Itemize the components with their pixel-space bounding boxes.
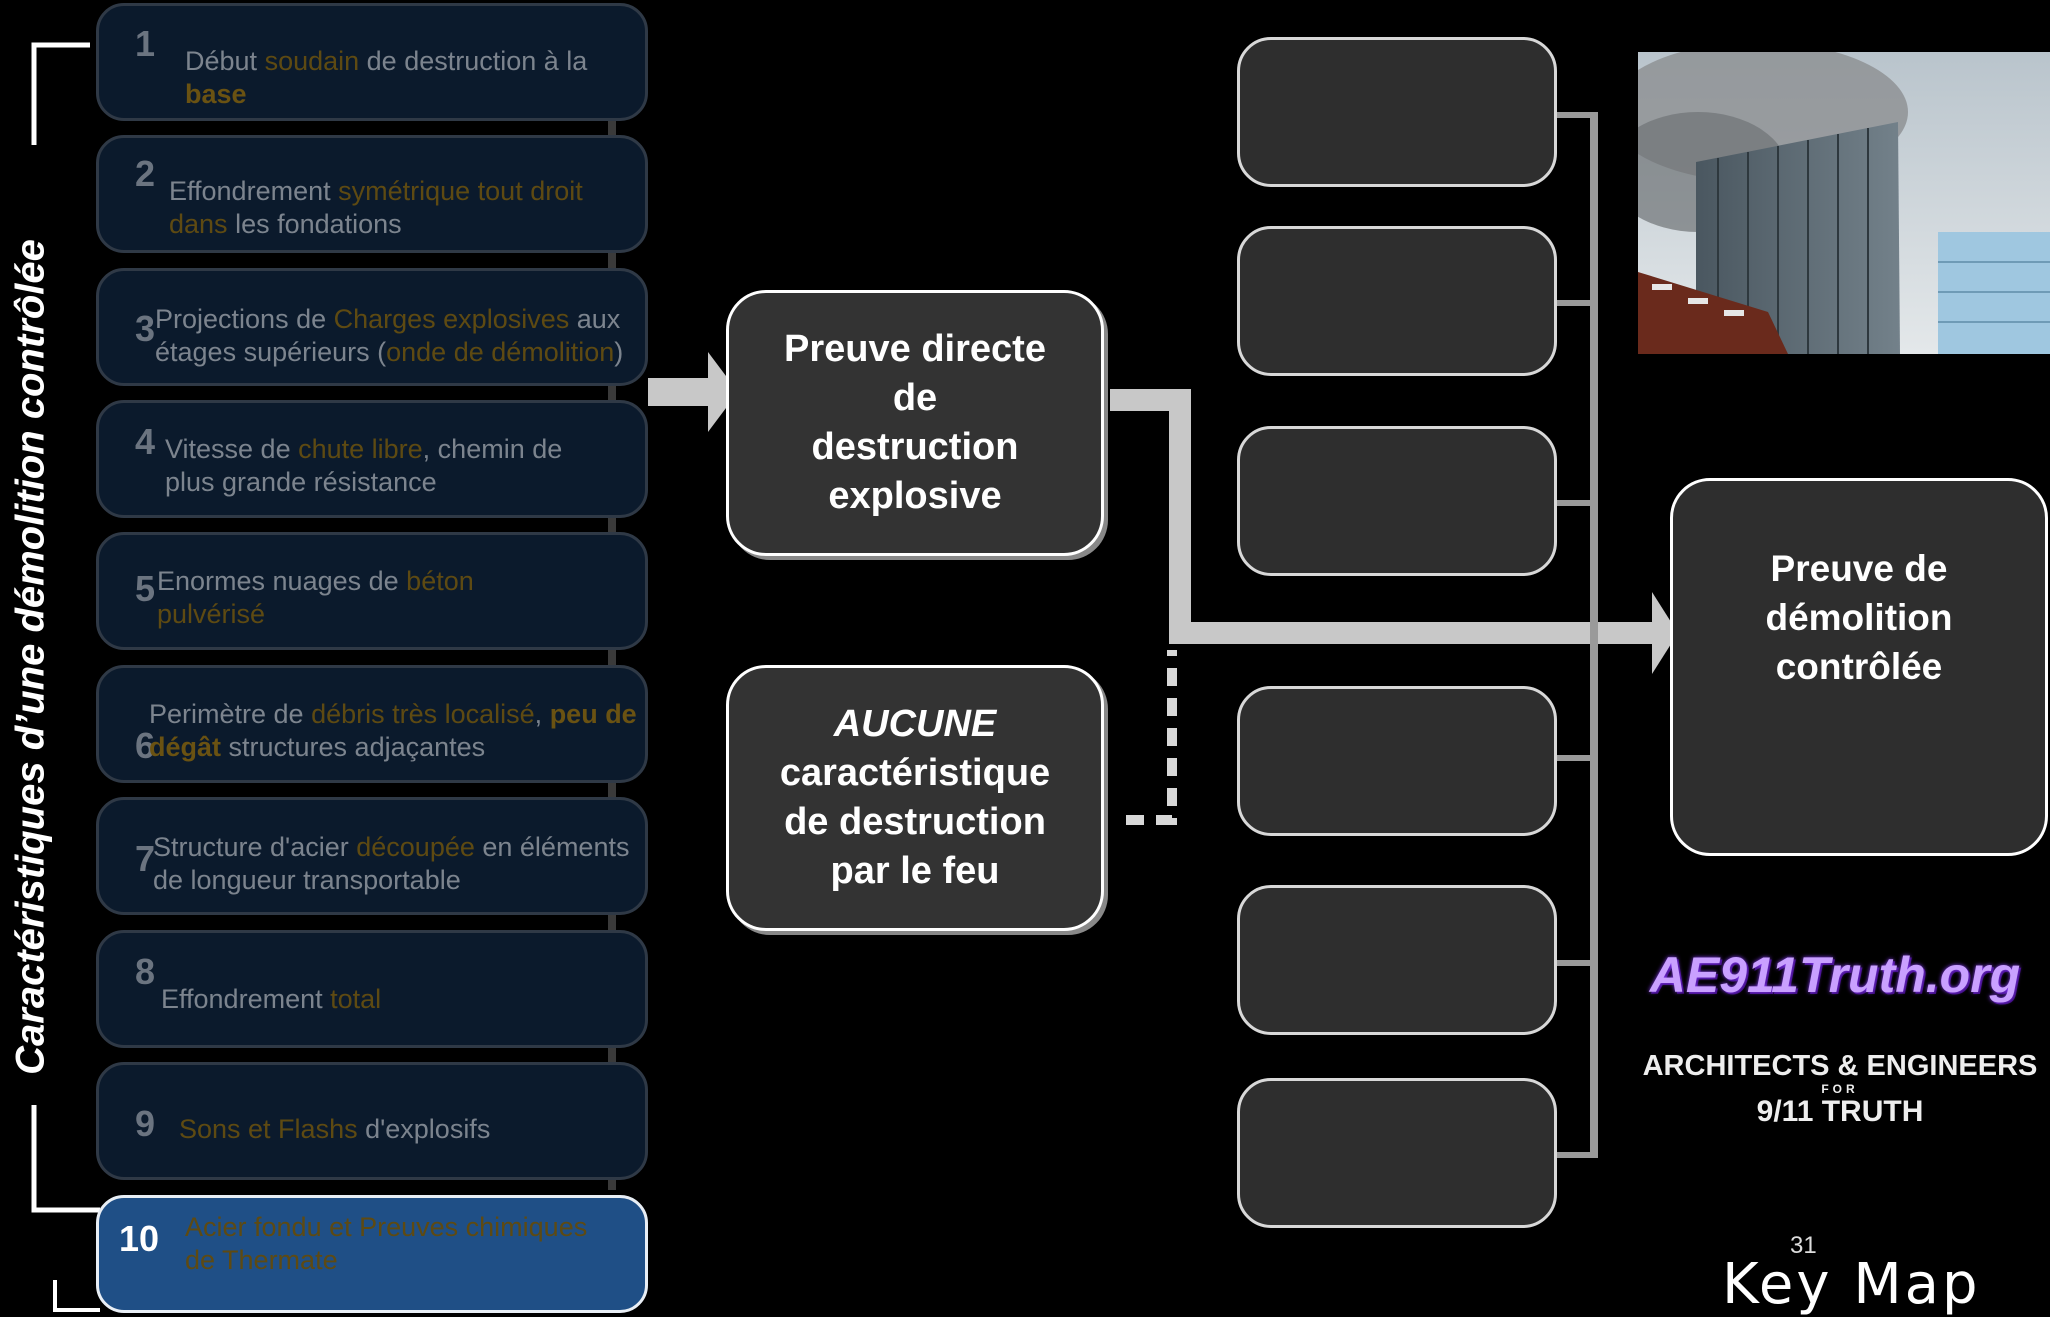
org-name: ARCHITECTS & ENGINEERS FOR 9/11 TRUTH: [1630, 1050, 2050, 1129]
result-line-3: contrôlée: [1775, 645, 1943, 687]
direct-line-4: explosive: [828, 475, 1002, 517]
characteristic-item-9: 9 Sons et Flashs d'explosifs: [96, 1062, 648, 1180]
item-text-part: Perimètre de: [149, 699, 312, 729]
item-number: 7: [135, 838, 156, 879]
direct-line-1: Preuve directe: [784, 328, 1046, 370]
no-fire-box: AUCUNE caractéristique de destruction pa…: [726, 665, 1104, 931]
evidence-slot-5: [1237, 885, 1557, 1035]
evidence-slot-6: [1237, 1078, 1557, 1228]
item-text: Enormes nuages de béton pulvérisé: [157, 565, 587, 631]
item-highlight: soudain: [264, 46, 360, 76]
item-number: 6: [135, 725, 156, 766]
characteristic-item-10: 10 Acier fondu et Preuves chimiques de Th…: [96, 1195, 648, 1313]
no-fire-line-2: de destruction: [784, 801, 1046, 843]
evidence-slot-2: [1237, 226, 1557, 376]
org-line-2: FOR: [1821, 1082, 1859, 1096]
building-photo: [1638, 52, 2050, 354]
item-text-part: Début: [185, 46, 265, 76]
item-text-part: les fondations: [227, 209, 402, 239]
item-text: Sons et Flashs d'explosifs: [179, 1113, 619, 1146]
item-number: 8: [135, 951, 156, 992]
item-highlight: onde de démolition: [386, 337, 615, 367]
direct-line-2: de: [892, 377, 938, 419]
item-text-part: Structure d'acier: [153, 832, 357, 862]
item-number: 4: [135, 421, 156, 462]
item-text-part: Effondrement: [169, 176, 339, 206]
key-map-title: Key Map: [1722, 1252, 1981, 1317]
direct-line-3: destruction: [811, 426, 1019, 468]
vertical-title: Caractéristiques d’une démolition contrô…: [0, 0, 62, 1313]
item-highlight: peu de dégât: [149, 699, 637, 762]
org-line-1: ARCHITECTS & ENGINEERS: [1642, 1050, 2038, 1082]
item-number: 9: [135, 1103, 156, 1144]
vertical-title-text: Caractéristiques d’une démolition contrô…: [8, 238, 53, 1075]
item-number: 5: [135, 568, 156, 609]
item-text-part: Effondrement: [161, 984, 331, 1014]
item-text: Projections de Charges explosives aux ét…: [155, 303, 625, 369]
item-text: Perimètre de débris très localisé, peu d…: [149, 698, 649, 764]
item-highlight: total: [330, 984, 382, 1014]
logo-text: AE911Truth.org: [1649, 947, 2021, 1003]
item-text-part: , chemin de plus grande résistance: [165, 434, 563, 497]
item-highlight: béton pulvérisé: [157, 566, 474, 629]
item-number: 2: [135, 153, 156, 194]
item-text-part: aux étages supérieurs (: [155, 304, 621, 367]
item-text-part: Enormes nuages de: [157, 566, 407, 596]
item-text-part: ,: [534, 699, 550, 729]
page-number: 31: [1790, 1232, 1817, 1259]
no-fire-line-3: par le feu: [830, 850, 1000, 892]
ae911-logo: AE911Truth.org: [1630, 946, 2040, 1004]
item-text-part: en éléments de longueur transportable: [153, 832, 630, 895]
no-fire-em: AUCUNE: [833, 703, 997, 745]
item-text-part: Projections de: [155, 304, 334, 334]
item-highlight: découpée: [356, 832, 475, 862]
controlled-demolition-box: Preuve de démolition contrôlée: [1670, 478, 2048, 856]
org-line-3: 9/11 TRUTH: [1756, 1095, 1924, 1128]
item-text-part: d'explosifs: [357, 1114, 491, 1144]
evidence-slot-3: [1237, 426, 1557, 576]
item-number: 10: [119, 1218, 160, 1259]
item-highlight: chute libre: [298, 434, 423, 464]
item-text: Structure d'acier découpée en éléments d…: [153, 831, 643, 897]
item-text: Effondrement total: [161, 983, 601, 1016]
item-text-part: Vitesse de: [165, 434, 299, 464]
item-text: Acier fondu et Preuves chimiques de Ther…: [185, 1211, 605, 1277]
item-text-part: structures adjaçantes: [221, 732, 486, 762]
item-highlight: débris très localisé: [311, 699, 535, 729]
no-fire-line-1: caractéristique: [779, 752, 1051, 794]
direct-evidence-box: Preuve directe de destruction explosive: [726, 290, 1104, 556]
item-highlight: symétrique tout droit dans: [169, 176, 583, 239]
item-number: 1: [135, 23, 156, 64]
item-text-part: ): [614, 337, 624, 367]
item-highlight: Charges explosives: [333, 304, 570, 334]
item-highlight: Acier fondu et Preuves chimiques de Ther…: [185, 1212, 588, 1275]
item-number: 3: [135, 308, 156, 349]
result-line-1: Preuve de: [1770, 547, 1948, 589]
item-highlight: base: [185, 79, 247, 109]
item-highlight: Sons et Flashs: [179, 1114, 358, 1144]
evidence-slot-4: [1237, 686, 1557, 836]
item-text-part: de destruction à la: [359, 46, 588, 76]
item-text: Vitesse de chute libre, chemin de plus g…: [165, 433, 615, 499]
item-text: Début soudain de destruction à la base: [185, 45, 625, 111]
evidence-slot-1: [1237, 37, 1557, 187]
item-text: Effondrement symétrique tout droit dans …: [169, 175, 629, 241]
result-line-2: démolition: [1765, 596, 1953, 638]
